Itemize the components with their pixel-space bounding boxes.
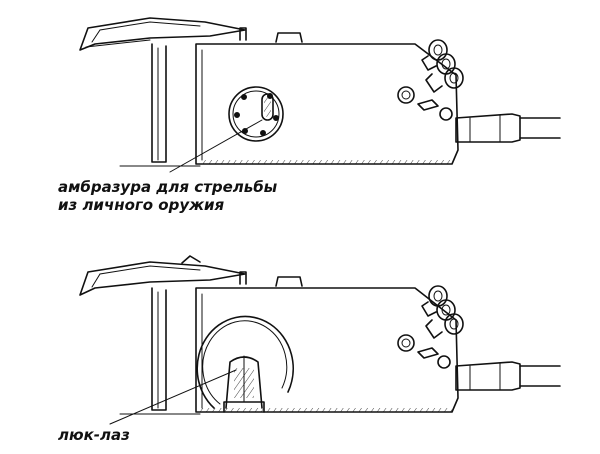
hatch-caption: люк-лаз [58,426,130,444]
turret-bottom-view [79,255,561,425]
turret-top-view [79,17,561,173]
gun-barrel-bottom [455,361,561,391]
embrasure-caption: амбразура для стрельбы из личного оружия [58,178,277,214]
embrasure-plate [228,86,284,142]
crew-hatch [196,315,294,413]
embrasure-caption-line1: амбразура для стрельбы [58,178,278,196]
smoke-launchers-bottom [421,285,464,339]
embrasure-leader-line [169,119,263,173]
hatch-leader-line [109,369,237,425]
gun-barrel [455,113,561,143]
embrasure-caption-line2: из личного оружия [58,196,225,214]
smoke-launchers [421,39,464,93]
